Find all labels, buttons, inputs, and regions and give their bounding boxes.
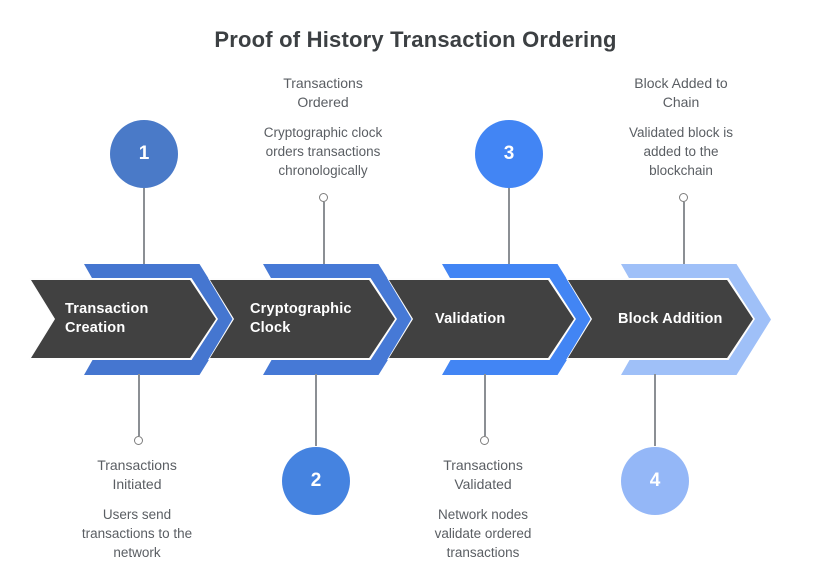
- step2-arrow-body: Cryptographic Clock: [210, 280, 395, 358]
- step3-annotation-dot: [480, 436, 489, 445]
- step4-annotation: Block Added to Chain Validated block is …: [606, 74, 756, 180]
- step2-annotation-dot: [319, 193, 328, 202]
- step4-connector-bottom: [654, 374, 656, 446]
- step1-arrow-label: Transaction Creation: [65, 301, 149, 336]
- step4-annotation-desc: Validated block is added to the blockcha…: [628, 125, 734, 178]
- step3-connector-bottom: [484, 374, 486, 436]
- step3-arrow-body: Validation: [389, 280, 574, 358]
- step1-annotation-desc: Users send transactions to the network: [81, 507, 193, 560]
- step2-number-badge: 2: [282, 447, 350, 515]
- page-title: Proof of History Transaction Ordering: [214, 27, 617, 52]
- step2-connector-bottom: [315, 374, 317, 446]
- step2-arrow-label: Cryptographic Clock: [250, 301, 352, 336]
- step3-arrow: Validation: [387, 278, 576, 360]
- step2-annotation-title: Transactions Ordered: [283, 75, 363, 110]
- step4-arrow-label: Block Addition: [618, 310, 723, 327]
- step3-number-badge: 3: [475, 120, 543, 188]
- step2-connector-top: [323, 202, 325, 264]
- step3-annotation: Transactions Validated Network nodes val…: [408, 456, 558, 562]
- step3-arrow-label: Validation: [435, 310, 506, 327]
- step1-annotation-title: Transactions Initiated: [97, 457, 177, 492]
- step4-number-badge: 4: [621, 447, 689, 515]
- step2-arrow: Cryptographic Clock: [208, 278, 397, 360]
- step2-annotation-desc: Cryptographic clock orders transactions …: [263, 125, 383, 178]
- step4-annotation-title: Block Added to Chain: [634, 75, 728, 110]
- step1-connector-top: [143, 188, 145, 264]
- step1-arrow-body: Transaction Creation: [31, 280, 216, 358]
- step1-annotation: Transactions Initiated Users send transa…: [62, 456, 212, 562]
- step1-number-badge: 1: [110, 120, 178, 188]
- step1-connector-bottom: [138, 374, 140, 436]
- step4-annotation-dot: [679, 193, 688, 202]
- step3-annotation-desc: Network nodes validate ordered transacti…: [434, 507, 532, 560]
- step4-arrow: Block Addition: [566, 278, 755, 360]
- step1-arrow: Transaction Creation: [29, 278, 218, 360]
- step3-annotation-title: Transactions Validated: [443, 457, 523, 492]
- step3-connector-top: [508, 188, 510, 264]
- step1-annotation-dot: [134, 436, 143, 445]
- step4-arrow-body: Block Addition: [568, 280, 753, 358]
- step2-annotation: Transactions Ordered Cryptographic clock…: [248, 74, 398, 180]
- step4-connector-top: [683, 202, 685, 264]
